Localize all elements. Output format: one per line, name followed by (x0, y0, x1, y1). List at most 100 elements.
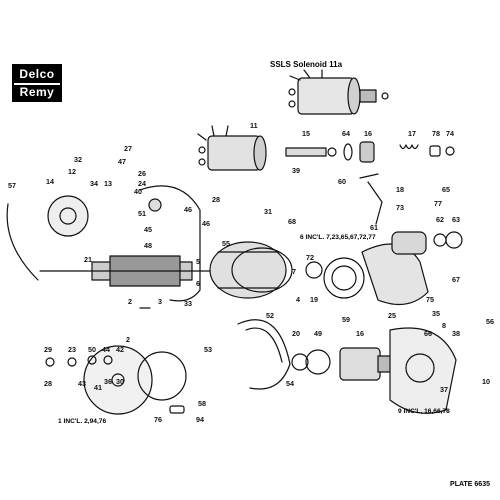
solenoid-title: SSLS Solenoid 11a (270, 60, 343, 69)
drive-housing-drawing (389, 327, 457, 414)
ssls-solenoid-drawing (288, 69, 389, 115)
callout-76: 76 (154, 415, 162, 424)
callout-31: 31 (264, 207, 272, 216)
callout-53: 53 (204, 345, 212, 354)
callout-72: 72 (306, 253, 314, 262)
small-hardware-drawing (45, 307, 185, 414)
callout-23: 23 (68, 345, 76, 354)
callout-10: 10 (482, 377, 490, 386)
callout-41: 41 (94, 383, 102, 392)
callout-48: 48 (144, 241, 152, 250)
armature-drawing (39, 255, 223, 287)
callout-14: 14 (46, 177, 54, 186)
field-frame-drawing (139, 185, 201, 302)
kit-1-includes: 1 INC'L. 2,94,76 (58, 418, 107, 425)
solenoid-11-drawing (197, 125, 267, 171)
callout-43: 43 (78, 379, 86, 388)
lever-housing-drawing (361, 231, 463, 306)
callout-11: 11 (250, 121, 258, 130)
callout-3: 3 (158, 297, 162, 306)
callout-38: 38 (452, 329, 460, 338)
callout-5: 5 (196, 257, 200, 266)
callout-24: 24 (138, 179, 146, 188)
callout-16: 16 (364, 129, 372, 138)
callout-55: 55 (222, 239, 230, 248)
callout-54: 54 (286, 379, 294, 388)
callout-37: 37 (440, 385, 448, 394)
logo-line-2: Remy (14, 83, 60, 100)
callout-74: 74 (446, 129, 454, 138)
callout-2-b: 2 (126, 335, 130, 344)
callout-28-b: 28 (44, 379, 52, 388)
callout-52: 52 (266, 311, 274, 320)
callout-16-b: 16 (356, 329, 364, 338)
callout-66: 66 (424, 329, 432, 338)
callout-17: 17 (408, 129, 416, 138)
kit-9-includes: 9 INC'L. 16,66,78 (398, 408, 450, 415)
callout-25: 25 (388, 311, 396, 320)
shift-lever-drawing (359, 173, 383, 225)
callout-36: 36 (104, 377, 112, 386)
plunger-assembly-drawing (285, 141, 455, 163)
callout-6: 6 (196, 279, 200, 288)
callout-44: 44 (102, 345, 110, 354)
callout-75: 75 (426, 295, 434, 304)
field-coils-drawing (209, 241, 293, 299)
callout-59: 59 (342, 315, 350, 324)
callout-51: 51 (138, 209, 146, 218)
callout-20: 20 (292, 329, 300, 338)
callout-45: 45 (144, 225, 152, 234)
callout-68: 68 (288, 217, 296, 226)
callout-33: 33 (184, 299, 192, 308)
callout-60: 60 (338, 177, 346, 186)
callout-18: 18 (396, 185, 404, 194)
callout-61: 61 (370, 223, 378, 232)
callout-8: 8 (442, 321, 446, 330)
callout-13: 13 (104, 179, 112, 188)
callout-28: 28 (212, 195, 220, 204)
drive-assembly-drawing (291, 347, 397, 381)
kit-6-includes: 6 INC'L. 7,23,65,67,72,77 (300, 234, 376, 241)
callout-2-a: 2 (128, 297, 132, 306)
callout-49: 49 (314, 329, 322, 338)
callout-35: 35 (432, 309, 440, 318)
callout-58: 58 (198, 399, 206, 408)
callout-27: 27 (124, 144, 132, 153)
callout-26: 26 (138, 169, 146, 178)
callout-78: 78 (432, 129, 440, 138)
callout-65: 65 (442, 185, 450, 194)
callout-30: 30 (116, 377, 124, 386)
callout-15: 15 (302, 129, 310, 138)
logo-line-1: Delco (19, 67, 55, 81)
callout-46-a: 46 (184, 205, 192, 214)
callout-34: 34 (90, 179, 98, 188)
delco-remy-logo: Delco Remy (12, 64, 62, 102)
callout-32: 32 (74, 155, 82, 164)
callout-63: 63 (452, 215, 460, 224)
callout-4: 4 (296, 295, 300, 304)
callout-47: 47 (118, 157, 126, 166)
callout-21: 21 (84, 255, 92, 264)
washers-drawing (305, 257, 365, 299)
callout-67: 67 (452, 275, 460, 284)
callout-64: 64 (342, 129, 350, 138)
commutator-end-frame-drawing (6, 195, 89, 281)
callout-29: 29 (44, 345, 52, 354)
retaining-ring-drawing (237, 319, 291, 390)
callout-50: 50 (88, 345, 96, 354)
plate-number: PLATE 6635 (450, 481, 490, 488)
callout-57: 57 (8, 181, 16, 190)
callout-19: 19 (310, 295, 318, 304)
callout-46-b: 46 (202, 219, 210, 228)
callout-56: 56 (486, 317, 494, 326)
callout-42: 42 (116, 345, 124, 354)
callout-40: 40 (134, 187, 142, 196)
callout-7: 7 (292, 267, 296, 276)
callout-39: 39 (292, 166, 300, 175)
callout-62: 62 (436, 215, 444, 224)
callout-77: 77 (434, 199, 442, 208)
callout-94: 94 (196, 415, 204, 424)
callout-73: 73 (396, 203, 404, 212)
callout-12: 12 (68, 167, 76, 176)
